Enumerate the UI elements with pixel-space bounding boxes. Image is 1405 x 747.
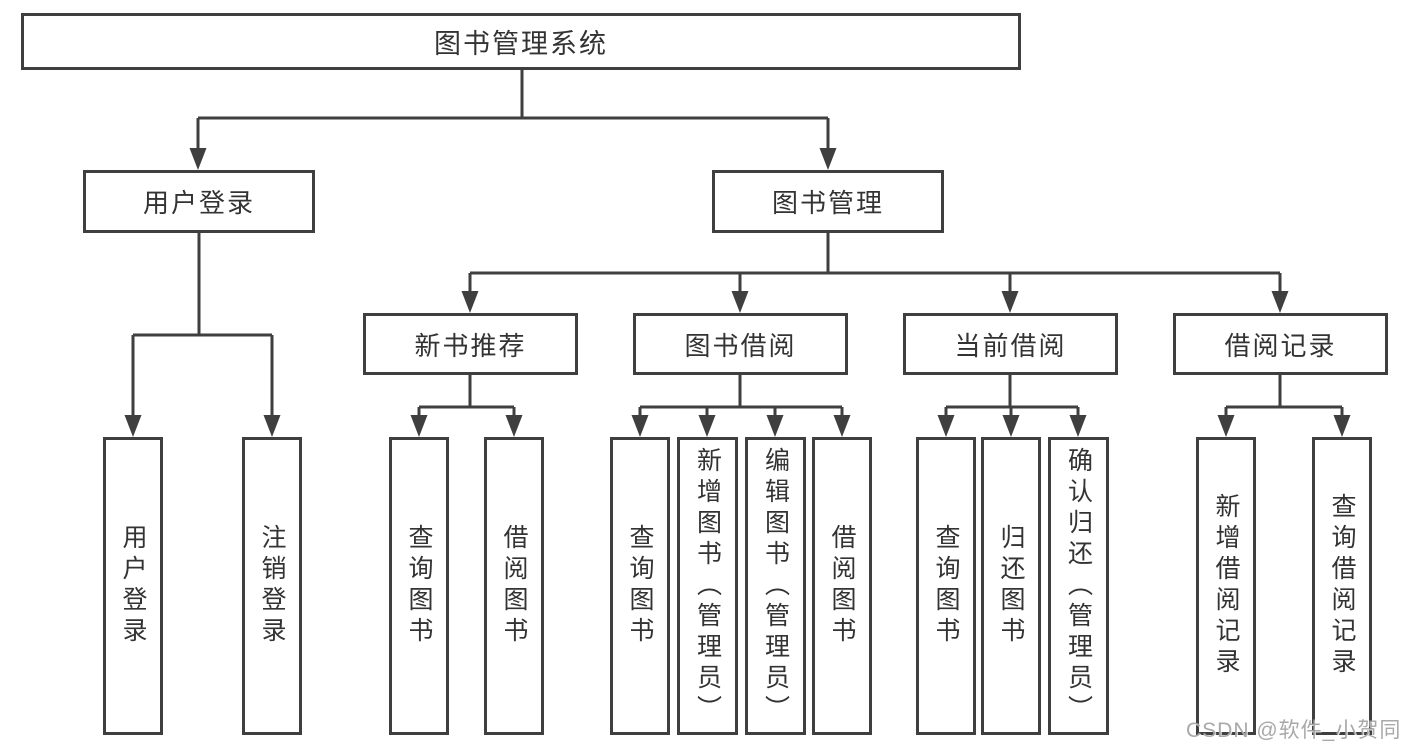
leaf-query-borrow-record: 查询借阅记录 (1312, 437, 1372, 735)
node-book-borrow: 图书借阅 (633, 313, 848, 375)
leaf-confirm-return-admin: 确认归还（管理员） (1048, 437, 1109, 735)
leaf-user-login: 用户登录 (103, 437, 163, 735)
node-current-borrow: 当前借阅 (903, 313, 1118, 375)
csdn-watermark: CSDN @软件_小贺同学 (1186, 719, 1402, 742)
node-book-management: 图书管理 (712, 170, 944, 233)
leaf-query-books-borrow: 查询图书 (610, 437, 670, 735)
leaf-return-book: 归还图书 (981, 437, 1041, 735)
leaf-logout-login: 注销登录 (242, 437, 302, 735)
node-user-login: 用户登录 (83, 170, 315, 233)
node-root: 图书管理系统 (21, 13, 1021, 70)
leaf-add-borrow-record: 新增借阅记录 (1196, 437, 1256, 735)
leaf-edit-book-admin: 编辑图书（管理员） (745, 437, 806, 735)
leaf-query-books-current: 查询图书 (916, 437, 976, 735)
leaf-add-book-admin: 新增图书（管理员） (677, 437, 738, 735)
node-borrow-records: 借阅记录 (1173, 313, 1388, 375)
leaf-borrow-books: 借阅图书 (812, 437, 872, 735)
leaf-borrow-books-recommend: 借阅图书 (484, 437, 544, 735)
leaf-query-books-recommend: 查询图书 (389, 437, 449, 735)
node-new-book-recommend: 新书推荐 (363, 313, 578, 375)
